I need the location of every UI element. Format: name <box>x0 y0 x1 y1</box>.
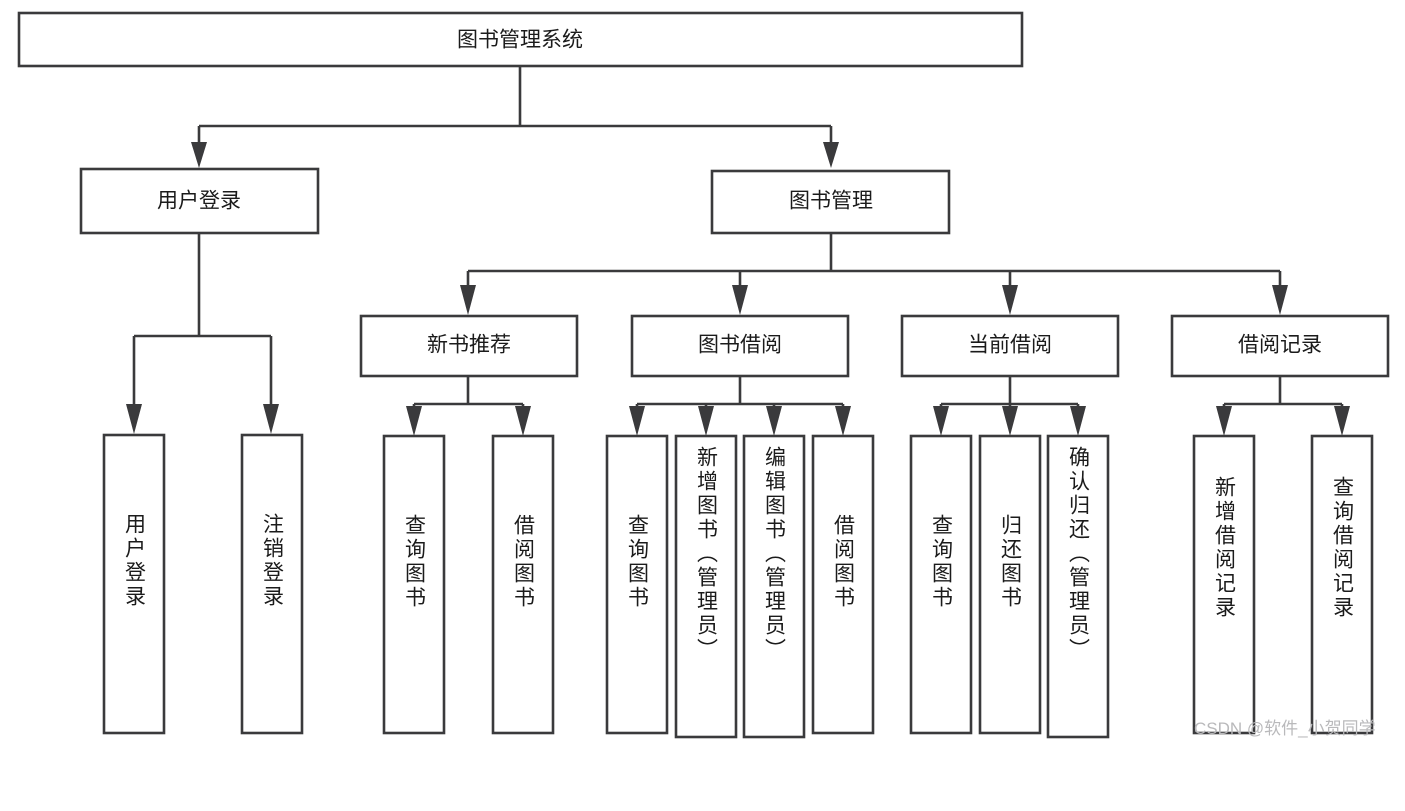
arrow-to-user-login <box>191 142 207 168</box>
arrow-to-leaf-query-record <box>1334 406 1350 436</box>
node-leaf-add-record-rect[interactable] <box>1192 434 1256 735</box>
arrow-to-leaf-query-book-3 <box>933 406 949 436</box>
node-leaf-query-record-rect[interactable] <box>1310 434 1374 735</box>
arrow-to-leaf-add-book <box>698 406 714 436</box>
node-leaf-user-login-rect[interactable] <box>102 433 166 735</box>
arrow-to-leaf-query-book-2 <box>629 406 645 436</box>
node-current-borrow-label: 当前借阅 <box>968 334 1052 357</box>
node-user-login[interactable]: 用户登录 <box>79 167 320 235</box>
node-borrow-record-label: 借阅记录 <box>1238 334 1322 357</box>
node-book-borrow-label: 图书借阅 <box>698 334 782 357</box>
node-book-manage-label: 图书管理 <box>789 190 873 213</box>
node-user-login-rect[interactable] <box>79 167 320 235</box>
node-current-borrow-rect[interactable] <box>900 314 1120 378</box>
arrow-to-leaf-user-login <box>126 404 142 434</box>
node-leaf-query-book-2-rect[interactable] <box>605 434 669 735</box>
node-leaf-query-book-3-rect[interactable] <box>909 434 973 735</box>
arrow-to-book-borrow <box>732 285 748 315</box>
node-user-login-label: 用户登录 <box>157 190 241 213</box>
node-root-label: 图书管理系统 <box>457 29 583 52</box>
arrow-to-leaf-return-book <box>1002 406 1018 436</box>
node-leaf-borrow-book-1-rect[interactable] <box>491 434 555 735</box>
arrow-to-borrow-record <box>1272 285 1288 315</box>
node-new-book-rec[interactable]: 新书推荐 <box>359 314 579 378</box>
node-root[interactable]: 图书管理系统 <box>17 11 1024 68</box>
node-new-book-rec-label: 新书推荐 <box>427 334 511 357</box>
node-borrow-record-rect[interactable] <box>1170 314 1390 378</box>
node-book-borrow-rect[interactable] <box>630 314 850 378</box>
node-borrow-record[interactable]: 借阅记录 <box>1170 314 1390 378</box>
arrow-to-leaf-borrow-book-1 <box>515 406 531 436</box>
node-book-borrow[interactable]: 图书借阅 <box>630 314 850 378</box>
arrow-to-book-manage <box>823 142 839 168</box>
hierarchy-svg: 图书管理系统 用户登录 图书管理 新书推荐 图书借阅 当前 <box>17 11 1390 739</box>
node-leaf-return-book-rect[interactable] <box>978 434 1042 735</box>
arrow-to-new-book-rec <box>460 285 476 315</box>
node-new-book-rec-rect[interactable] <box>359 314 579 378</box>
node-book-manage-rect[interactable] <box>710 169 951 235</box>
flowchart-canvas: 图书管理系统 用户登录 图书管理 新书推荐 图书借阅 当前 <box>17 11 1390 739</box>
node-leaf-borrow-book-2-rect[interactable] <box>811 434 875 735</box>
node-current-borrow[interactable]: 当前借阅 <box>900 314 1120 378</box>
node-root-rect[interactable] <box>17 11 1024 68</box>
node-book-manage[interactable]: 图书管理 <box>710 169 951 235</box>
edge-layer <box>126 67 1350 436</box>
node-layer: 图书管理系统 用户登录 图书管理 新书推荐 图书借阅 当前 <box>17 11 1390 739</box>
node-leaf-add-book-rect[interactable] <box>674 434 738 739</box>
node-leaf-query-book-1-rect[interactable] <box>382 434 446 735</box>
node-leaf-confirm-return-rect[interactable] <box>1046 434 1110 739</box>
arrow-to-leaf-user-logout <box>263 404 279 434</box>
node-leaf-edit-book-rect[interactable] <box>742 434 806 739</box>
arrow-to-leaf-query-book-1 <box>406 406 422 436</box>
arrow-to-leaf-borrow-book-2 <box>835 406 851 436</box>
arrow-to-leaf-add-record <box>1216 406 1232 436</box>
arrow-to-leaf-edit-book <box>766 406 782 436</box>
node-leaf-user-logout-rect[interactable] <box>240 433 304 735</box>
arrow-to-current-borrow <box>1002 285 1018 315</box>
arrow-to-leaf-confirm-return <box>1070 406 1086 436</box>
